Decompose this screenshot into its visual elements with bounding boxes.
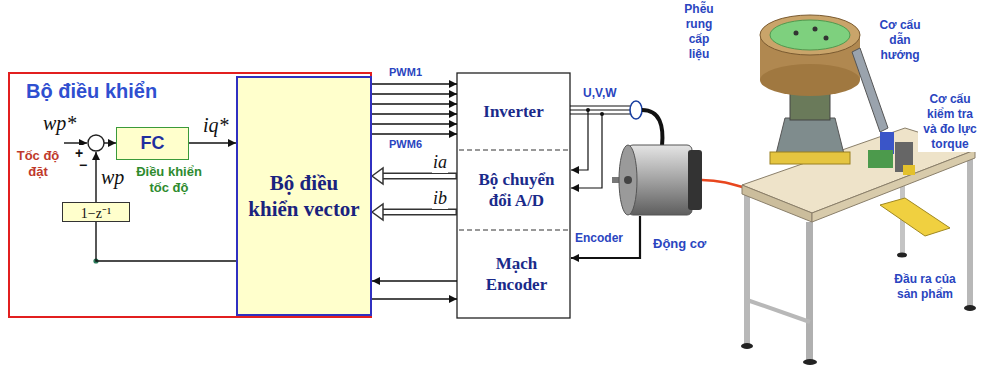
node-label: 1−z⁻¹	[78, 203, 114, 222]
junction-dot	[600, 112, 604, 116]
part-name: Cơ cấu kiểm tra và đo lực torque	[918, 92, 982, 152]
motor-cable	[642, 110, 662, 146]
setpoint-caption: Tốc độ đặt	[12, 148, 64, 180]
delay-block: 1−z⁻¹	[62, 202, 130, 222]
node-label: Inverter	[469, 101, 557, 122]
node-label: Bộ điều khiển vector	[238, 170, 370, 222]
signal-connector	[189, 143, 236, 144]
node-label: Bộ chuyển đổi A/D	[457, 169, 576, 211]
signal-name: PWM6	[388, 138, 423, 150]
summing-junction	[88, 135, 104, 151]
encoder-circuit-section: Mạch Encoder	[457, 230, 576, 318]
part-name: Cơ cấu dẫn hướng	[870, 18, 930, 63]
signal-name: ib	[432, 188, 448, 209]
inverter-section: Inverter	[457, 73, 570, 150]
signal-name: iq*	[202, 114, 230, 137]
feedback-symbol: wp	[100, 166, 125, 189]
signal-connector	[372, 299, 457, 300]
encoder-cable	[571, 216, 640, 258]
signal-connector	[372, 134, 457, 135]
signal-name: U,V,W	[582, 86, 618, 101]
signal-connector	[372, 94, 457, 95]
part-name: Động cơ	[652, 236, 707, 251]
junction-dot	[586, 108, 590, 112]
sign-mark: −	[78, 157, 88, 173]
signal-name: Encoder	[574, 231, 624, 246]
signal-name: ia	[432, 152, 448, 173]
signal-connector	[372, 124, 457, 125]
motor-picture	[612, 145, 702, 215]
speed-controller-box: FCĐiều khiển tốc độ	[116, 127, 189, 160]
node-label: FC	[117, 128, 188, 158]
signal-connector	[96, 222, 236, 261]
node-label: Mạch Encoder	[457, 253, 576, 295]
signal-connector	[372, 104, 457, 105]
controller-box: Bộ điều khiểnFCĐiều khiển tốc độBộ điều …	[8, 72, 372, 318]
node-caption: Điều khiển tốc độ	[129, 164, 209, 196]
part-name: Đầu ra của sản phẩm	[885, 272, 965, 302]
signal-name: PWM1	[388, 66, 423, 78]
setpoint-symbol: wp*	[42, 112, 77, 135]
signal-connector	[372, 84, 457, 85]
machine-picture	[741, 15, 976, 365]
cable-clamp	[630, 101, 642, 119]
vector-controller-box: Bộ điều khiển vector	[236, 76, 372, 316]
signal-connector	[372, 281, 457, 282]
adc-section: Bộ chuyển đổi A/D	[457, 150, 576, 230]
part-name: Phễu rung cấp liệu	[676, 2, 722, 62]
signal-connector	[372, 114, 457, 115]
